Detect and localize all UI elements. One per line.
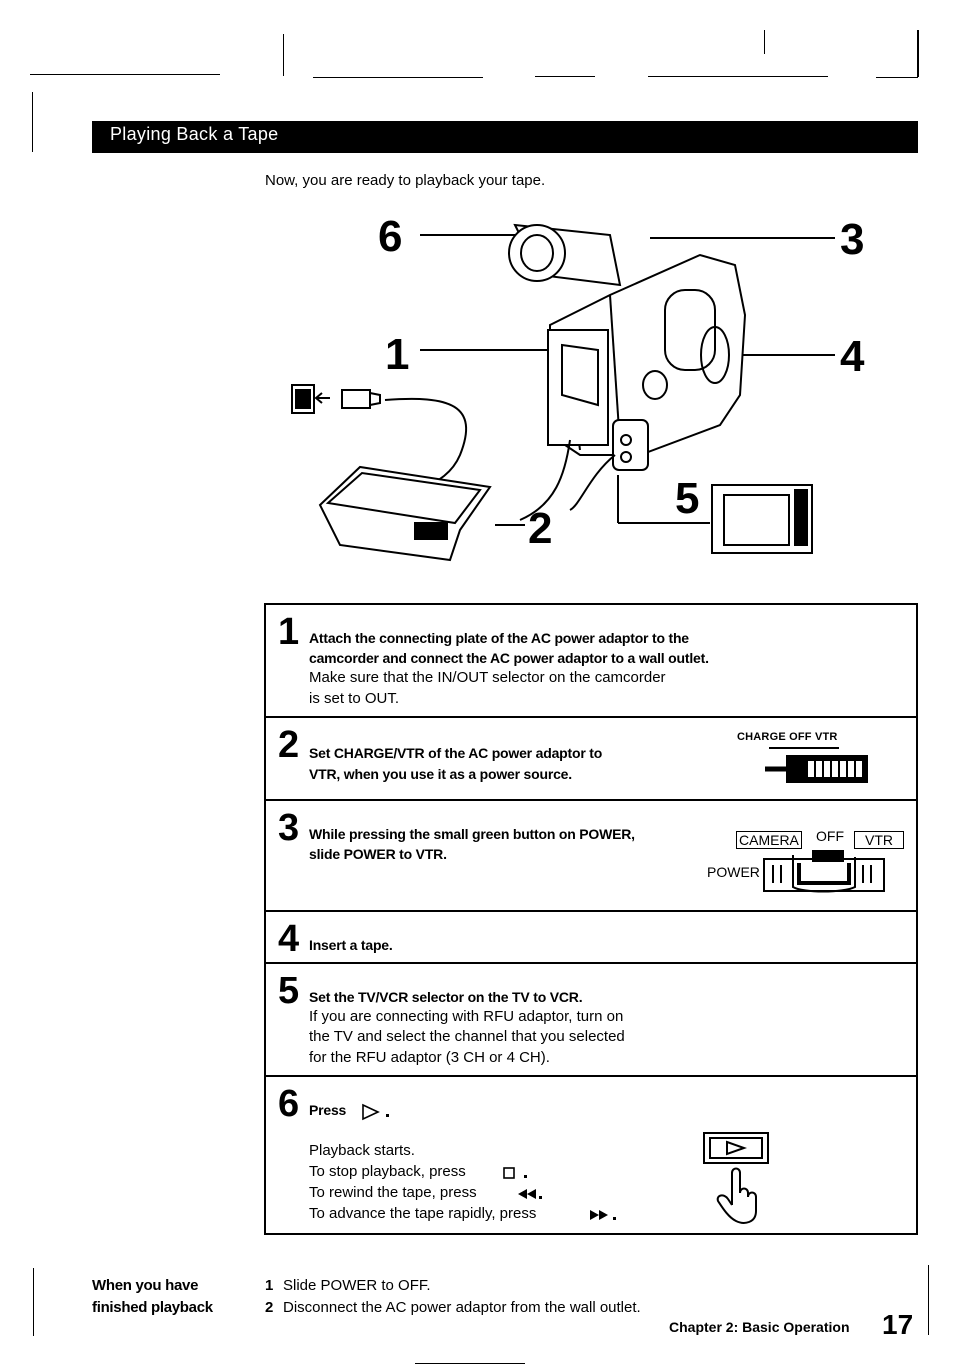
step-2: 2 Set CHARGE/VTR of the AC power adaptor… <box>266 718 916 801</box>
step-note: To advance the tape rapidly, press <box>309 1205 537 1222</box>
play-icon <box>362 1103 389 1121</box>
step-note: the TV and select the channel that you s… <box>309 1028 625 1045</box>
finished-heading-line: finished playback <box>92 1299 213 1316</box>
step-instruction: While pressing the small green button on… <box>309 826 635 842</box>
steps-box: 1 Attach the connecting plate of the AC … <box>264 603 918 1235</box>
callout-1: 1 <box>385 330 410 379</box>
list-item-text: Slide POWER to OFF. <box>283 1277 431 1294</box>
finished-heading: When you have finished playback <box>92 1275 213 1319</box>
step-instruction: camcorder and connect the AC power adapt… <box>309 650 709 666</box>
fast-forward-icon <box>590 1210 616 1220</box>
step-note: To stop playback, press <box>309 1163 466 1180</box>
step-number: 3 <box>278 807 300 849</box>
step-note: Make sure that the IN/OUT selector on th… <box>309 669 666 686</box>
step-note: If you are connecting with RFU adaptor, … <box>309 1008 624 1025</box>
step-instruction: VTR, when you use it as a power source. <box>309 766 572 782</box>
section-title-bar: Playing Back a Tape <box>92 121 918 153</box>
step-note: To rewind the tape, press <box>309 1184 477 1201</box>
step-number: 6 <box>278 1083 300 1125</box>
stop-icon <box>503 1167 527 1179</box>
step-3: 3 While pressing the small green button … <box>266 801 916 912</box>
callout-2: 2 <box>528 504 553 553</box>
step-number: 1 <box>278 611 300 653</box>
list-item: 2 Disconnect the AC power adaptor from th… <box>265 1297 641 1319</box>
callout-3: 3 <box>840 215 865 264</box>
press-play-hand-icon <box>703 1132 769 1224</box>
chapter-label: Chapter 2: Basic Operation <box>669 1319 850 1335</box>
step-note: is set to OUT. <box>309 690 400 707</box>
intro-text: Now, you are ready to playback your tape… <box>265 172 546 189</box>
step-1: 1 Attach the connecting plate of the AC … <box>266 605 916 718</box>
power-vtr-label: VTR <box>854 831 904 849</box>
list-item-number: 1 <box>265 1277 274 1294</box>
step-instruction: slide POWER to VTR. <box>309 846 447 862</box>
step-instruction: Insert a tape. <box>309 937 393 953</box>
list-item: 1 Slide POWER to OFF. <box>265 1275 641 1297</box>
charge-switch-icon <box>765 747 868 783</box>
step-number: 5 <box>278 970 300 1012</box>
step-5: 5 Set the TV/VCR selector on the TV to V… <box>266 964 916 1077</box>
rewind-icon <box>518 1189 542 1199</box>
charge-switch-label: CHARGE OFF VTR <box>737 731 838 743</box>
callout-6: 6 <box>378 212 403 261</box>
callout-5: 5 <box>675 474 700 523</box>
step-6: 6 Press Playback starts. To stop playbac… <box>266 1077 916 1233</box>
step-instruction: Press <box>309 1102 347 1118</box>
step-number: 4 <box>278 918 300 960</box>
camcorder-illustration: 6 3 1 4 5 2 <box>280 205 880 580</box>
page-number: 17 <box>882 1309 914 1340</box>
power-label: POWER <box>707 864 760 880</box>
list-item-number: 2 <box>265 1299 274 1316</box>
power-camera-label: CAMERA <box>736 831 802 849</box>
step-instruction: Set the TV/VCR selector on the TV to VCR… <box>309 989 583 1005</box>
finished-list: 1 Slide POWER to OFF. 2 Disconnect the AC … <box>265 1275 641 1319</box>
power-switch-icon <box>763 850 885 893</box>
camcorder-drawing <box>291 223 835 562</box>
list-item-text: Disconnect the AC power adaptor from the… <box>283 1299 641 1316</box>
step-instruction: Attach the connecting plate of the AC po… <box>309 630 689 646</box>
power-off-label: OFF <box>816 828 844 844</box>
finished-heading-line: When you have <box>92 1277 199 1294</box>
step-number: 2 <box>278 724 300 766</box>
step-4: 4 Insert a tape. <box>266 912 916 964</box>
step-note: Playback starts. <box>309 1142 415 1159</box>
step-instruction: Set CHARGE/VTR of the AC power adaptor t… <box>309 745 603 761</box>
step-note: for the RFU adaptor (3 CH or 4 CH). <box>309 1049 550 1066</box>
callout-4: 4 <box>840 332 865 381</box>
section-title: Playing Back a Tape <box>110 124 279 144</box>
